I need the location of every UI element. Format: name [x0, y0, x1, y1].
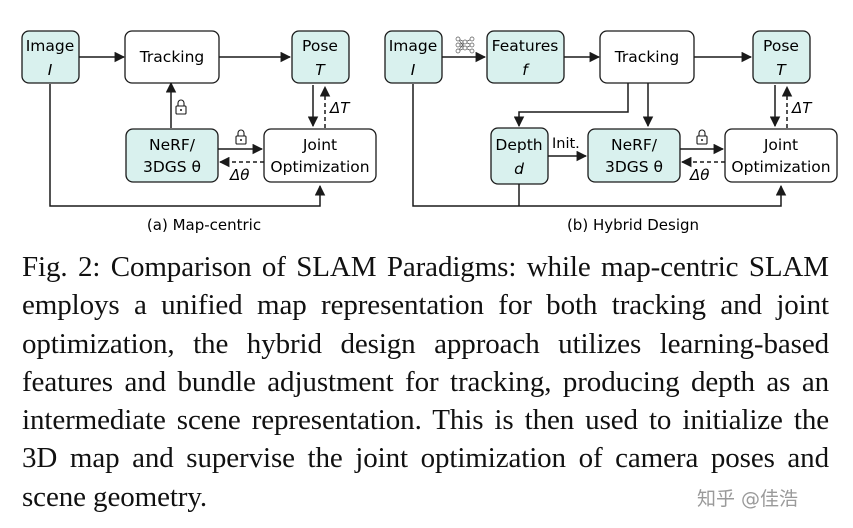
node-pose-title: Pose [763, 37, 799, 55]
node-nerf-line1: NeRF/ [149, 136, 196, 154]
node-nerf-3dgs: NeRF/ 3DGS θ [587, 128, 681, 183]
node-image-title: Image [26, 37, 75, 55]
node-depth-symbol: d [514, 160, 524, 178]
node-nerf-line2: 3DGS θ [605, 158, 663, 176]
node-pose-symbol: T [776, 61, 787, 79]
edge-label-init: Init. [552, 136, 580, 152]
node-joint-line1: Joint [763, 136, 798, 154]
node-image: Image I [384, 30, 443, 84]
node-depth: Depth d [490, 127, 549, 185]
node-joint-optimization: Joint Optimization [263, 128, 377, 183]
node-pose-symbol: T [315, 61, 326, 79]
node-joint-line1: Joint [302, 136, 337, 154]
node-tracking: Tracking [124, 30, 220, 84]
edge-label-delta-theta: Δθ [689, 166, 709, 184]
node-nerf-line1: NeRF/ [611, 136, 658, 154]
node-tracking-label: Tracking [139, 48, 205, 66]
neural-network-icon [455, 36, 475, 54]
node-nerf-3dgs: NeRF/ 3DGS θ [125, 128, 219, 183]
edge-tracking-depth [513, 83, 629, 128]
panel-map-centric: Image I Tracking Pose T NeRF/ 3DGS θ Joi… [21, 30, 377, 234]
node-features-symbol: f [522, 61, 530, 79]
node-features-title: Features [492, 37, 559, 55]
edge-image-joint [412, 84, 787, 207]
node-image: Image I [21, 30, 80, 84]
node-image-symbol: I [411, 61, 416, 79]
panel-hybrid-design: Image I Features f Tracking Pose T Depth… [384, 30, 838, 234]
figure-caption: Fig. 2: Comparison of SLAM Paradigms: wh… [22, 251, 829, 513]
panel-b-subtitle: (b) Hybrid Design [567, 216, 699, 234]
lock-icon [235, 129, 247, 145]
edge-label-delta-t: ΔT [329, 99, 351, 117]
edge-label-delta-theta: Δθ [229, 166, 249, 184]
node-image-symbol: I [48, 61, 53, 79]
node-features: Features f [486, 30, 565, 84]
lock-icon [175, 99, 187, 115]
lock-icon [696, 129, 708, 145]
node-joint-optimization: Joint Optimization [724, 128, 838, 183]
node-tracking: Tracking [599, 30, 695, 84]
node-depth-title: Depth [495, 136, 542, 154]
edge-image-joint [49, 84, 326, 207]
node-pose: Pose T [752, 30, 811, 84]
node-joint-line2: Optimization [731, 158, 830, 176]
node-tracking-label: Tracking [614, 48, 680, 66]
slam-paradigm-diagram: Image I Tracking Pose T NeRF/ 3DGS θ Joi… [21, 30, 838, 234]
node-image-title: Image [389, 37, 438, 55]
node-pose: Pose T [291, 30, 350, 84]
node-joint-line2: Optimization [270, 158, 369, 176]
node-pose-title: Pose [302, 37, 338, 55]
edge-label-delta-t: ΔT [791, 99, 813, 117]
node-nerf-line2: 3DGS θ [143, 158, 201, 176]
watermark: 知乎 @佳浩 [693, 484, 803, 511]
panel-a-subtitle: (a) Map-centric [147, 216, 261, 234]
